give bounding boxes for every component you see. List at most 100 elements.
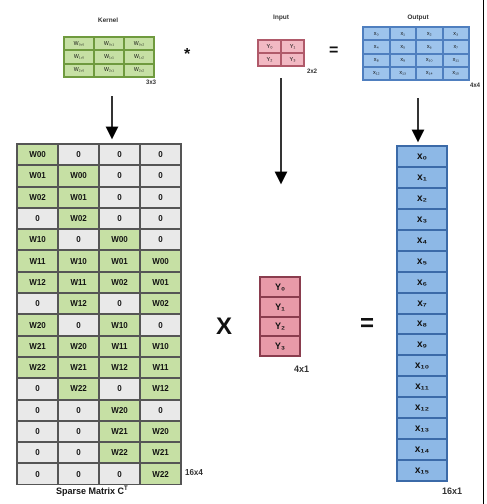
sparse-cell: W01	[99, 250, 140, 272]
sparse-cell: W12	[99, 356, 140, 379]
sparse-cell: W20	[140, 420, 181, 443]
output-vector-cell: x₁	[397, 166, 447, 188]
input-vector-cell: Y₃	[260, 336, 300, 356]
output-vector-cell: x₅	[397, 250, 447, 272]
sparse-cell: W22	[99, 442, 140, 464]
sparse-cell: 0	[17, 399, 58, 421]
kernel-cell: W₁,₁	[94, 50, 124, 64]
sparse-cell: W00	[140, 250, 181, 272]
sparse-cell: W02	[17, 186, 58, 208]
sparse-cell: 0	[58, 314, 99, 336]
sparse-cell: 0	[58, 144, 99, 166]
sparse-cell: 0	[58, 420, 99, 443]
output-vector-cell: x₁₄	[397, 439, 447, 461]
output-cell: x₁₁	[442, 53, 469, 67]
sparse-cell: W20	[17, 314, 58, 336]
sparse-cell: W00	[58, 165, 99, 187]
sparse-cell: W11	[58, 271, 99, 294]
sparse-cell: W22	[140, 463, 181, 485]
output-cell: x₁₀	[416, 53, 443, 67]
sparse-cell: 0	[58, 399, 99, 421]
kernel-dims: 3x3	[146, 80, 157, 86]
sparse-cell: W00	[17, 144, 58, 166]
sparse-cell: W10	[99, 314, 140, 336]
output-cell: x₁₂	[363, 66, 390, 80]
output-cell: x₉	[389, 53, 416, 67]
equals-operator-bottom: =	[360, 310, 375, 337]
output-vector-cell: x₁₅	[397, 460, 447, 481]
sparse-cell: 0	[17, 442, 58, 464]
output-vector-cell: x₂	[397, 187, 447, 209]
sparse-cell: W22	[17, 356, 58, 379]
sparse-cell: W02	[58, 207, 99, 230]
sparse-cell: W01	[58, 186, 99, 208]
input-cell: Y₀	[258, 40, 281, 53]
kernel-cell: W₂,₁	[94, 63, 124, 77]
sparse-cell: 0	[17, 378, 58, 400]
output-cell: x₃	[442, 27, 469, 41]
sparse-cell: 0	[99, 378, 140, 400]
sparse-matrix-label-text: Sparse Matrix C	[56, 486, 125, 496]
output-cell: x₂	[416, 27, 443, 41]
sparse-cell: W10	[17, 229, 58, 251]
sparse-cell: W21	[17, 335, 58, 357]
sparse-matrix-label: Sparse Matrix CT	[56, 486, 128, 496]
convolution-operator: *	[184, 46, 191, 63]
output-vector-cell: x₇	[397, 292, 447, 314]
output-cell: x₁₃	[389, 66, 416, 80]
sparse-cell: 0	[99, 293, 140, 315]
sparse-cell: W22	[58, 378, 99, 400]
output-cell: x₇	[442, 40, 469, 54]
sparse-cell: W01	[140, 271, 181, 294]
sparse-cell: 0	[140, 144, 181, 166]
sparse-cell: W11	[140, 356, 181, 379]
sparse-cell: 0	[140, 399, 181, 421]
sparse-cell: 0	[17, 207, 58, 230]
output-vector-cell: x₃	[397, 208, 447, 230]
input-vector-dims: 4x1	[294, 364, 310, 374]
output-vector-cell: x₀	[397, 146, 447, 167]
kernel-cell: W₀,₁	[94, 37, 124, 51]
output-cell: x₁₅	[442, 66, 469, 80]
sparse-dims: 16x4	[185, 468, 203, 477]
output-cell: x₁₄	[416, 66, 443, 80]
sparse-cell: W01	[17, 165, 58, 187]
sparse-cell: W10	[140, 335, 181, 357]
output-cell: x₁	[389, 27, 416, 41]
output-vector-cell: x₄	[397, 229, 447, 251]
sparse-cell: 0	[17, 463, 58, 485]
kernel-cell: W₂,₂	[124, 63, 154, 77]
output-vector-cell: x₁₂	[397, 397, 447, 419]
output-vector-cell: x₆	[397, 271, 447, 293]
input-dims: 2x2	[307, 69, 318, 75]
sparse-cell: W21	[99, 420, 140, 443]
sparse-cell: 0	[99, 165, 140, 187]
right-border-line	[483, 0, 484, 504]
sparse-cell: 0	[140, 207, 181, 230]
sparse-cell: W12	[17, 271, 58, 294]
sparse-cell: W02	[140, 293, 181, 315]
sparse-cell: 0	[17, 420, 58, 443]
sparse-cell: 0	[140, 186, 181, 208]
sparse-cell: W20	[99, 399, 140, 421]
output-cell: x₆	[416, 40, 443, 54]
output-dims: 4x4	[470, 83, 481, 89]
output-cell: x₅	[389, 40, 416, 54]
input-cell: Y₁	[281, 40, 304, 53]
output-cell: x₄	[363, 40, 390, 54]
kernel-cell: W₀,₂	[124, 37, 154, 51]
output-vector-cell: x₁₃	[397, 418, 447, 440]
output-cell: x₀	[363, 27, 390, 41]
sparse-cell: 0	[99, 207, 140, 230]
sparse-cell: 0	[140, 229, 181, 251]
output-label: Output	[407, 14, 429, 21]
sparse-cell: W12	[58, 293, 99, 315]
output-vector-dims: 16x1	[442, 486, 463, 496]
